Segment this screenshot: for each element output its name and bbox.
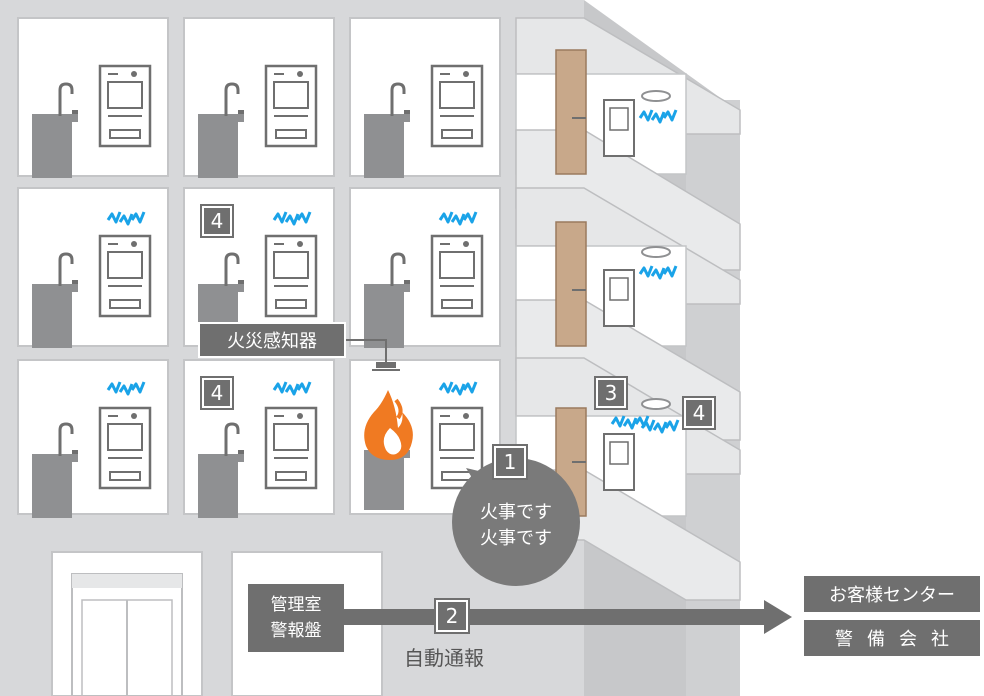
step-badge-4: 4	[682, 396, 716, 430]
elevator-icon	[51, 551, 203, 696]
panel-label-text: 管理室 警報盤	[270, 595, 322, 641]
customer-center-label: お客様センター	[804, 576, 980, 612]
corridor-intercom-icon	[603, 99, 635, 491]
bubble-text: 火事です 火事です	[450, 500, 582, 552]
step-badge-4: 4	[200, 204, 234, 238]
door-icon	[555, 49, 587, 517]
step-badge-4: 4	[200, 376, 234, 410]
ceiling-detector-icon	[641, 90, 671, 410]
bubble-line-1: 火事です	[480, 502, 552, 523]
fire-detector-label: 火災感知器	[198, 322, 346, 358]
smoke-detector-icon	[346, 339, 400, 371]
speech-bubble	[452, 458, 580, 586]
fire-icon	[364, 390, 413, 460]
room-grid	[17, 17, 501, 515]
management-room-panel-label: 管理室 警報盤	[248, 584, 344, 652]
auto-notification-label: 自動通報	[404, 646, 484, 670]
bubble-line-2: 火事です	[480, 528, 552, 549]
step-badge-1: 1	[492, 444, 528, 480]
step-badge-2: 2	[434, 598, 470, 634]
step-badge-3: 3	[594, 376, 628, 410]
security-company-label: 警備会社	[804, 620, 980, 656]
